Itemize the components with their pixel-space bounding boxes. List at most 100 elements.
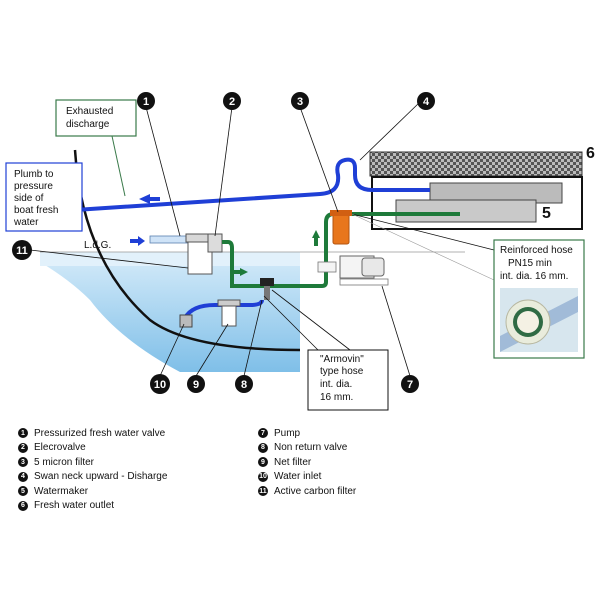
fresh-pipe-green: [222, 212, 338, 288]
svg-text:11: 11: [16, 245, 28, 257]
plumb-line-1: Plumb to: [14, 169, 54, 180]
green-arrow-up-shaft: [314, 238, 318, 246]
exhausted-line-2: discharge: [66, 119, 110, 130]
net-filter-cap: [217, 299, 241, 307]
legend-number: 4: [18, 471, 28, 482]
legend-number: 3: [18, 457, 28, 468]
plumb-line-4: boat fresh: [14, 205, 58, 216]
leader-10: [159, 323, 185, 377]
svg-text:7: 7: [407, 379, 413, 391]
leader-1: [145, 106, 181, 237]
plumb-arrow: [138, 236, 145, 246]
exhausted-leader: [111, 135, 126, 197]
hose-photo: [500, 288, 578, 352]
leader-3: [299, 106, 339, 213]
legend-number: 6: [18, 500, 28, 511]
marker-10: 10: [150, 374, 170, 394]
marker-1: 1: [137, 92, 155, 110]
legend-text: Pump: [274, 427, 301, 439]
green-arrow-right-shaft: [232, 270, 240, 274]
reinforced-line-3: int. dia. 16 mm.: [500, 271, 568, 282]
electrovalve: [207, 233, 223, 253]
valve-stem: [264, 286, 270, 300]
armovin-line-2: type hose: [320, 366, 364, 377]
watermaker-grille: [369, 151, 583, 177]
marker-4: 4: [417, 92, 435, 110]
legend-item: 4 Swan neck upward - Disharge: [18, 470, 238, 485]
arrow-shaft: [150, 197, 160, 201]
marker-3: 3: [291, 92, 309, 110]
armovin-line-4: 16 mm.: [320, 392, 353, 403]
armovin-box: [307, 349, 389, 411]
green-arrow-right: [240, 268, 248, 276]
svg-text:4: 4: [423, 96, 430, 108]
legend-number: 8: [258, 442, 268, 453]
legend-text: Active carbon filter: [274, 485, 357, 497]
discharge-arrow: [139, 194, 150, 204]
legend-text: Non return valve: [274, 442, 348, 454]
legend-item: 9 Net filter: [258, 455, 478, 470]
legend-text: 5 micron filter: [34, 456, 95, 468]
plumb-line-2: pressure: [14, 181, 53, 192]
legend-item: 1 Pressurized fresh water valve: [18, 426, 238, 441]
legend-text: Pressurized fresh water valve: [34, 427, 166, 439]
legend-item: 3 5 micron filter: [18, 455, 238, 470]
green-arrow-up: [312, 230, 320, 238]
marker-11: 11: [12, 240, 32, 260]
discharge-pipe: [74, 157, 430, 212]
marker-7: 7: [401, 375, 419, 393]
reinforced-leader: [351, 213, 495, 251]
legend-number: 7: [258, 428, 268, 439]
legend-text: Net filter: [274, 456, 312, 468]
marker-9: 9: [187, 375, 205, 393]
legend-item: 2 Elecrovalve: [18, 441, 238, 456]
plumb-box: [5, 162, 83, 232]
legend-number: 1: [18, 428, 28, 439]
leader-2: [214, 106, 233, 237]
pump-inlet: [317, 261, 337, 273]
reinforced-line-1: Reinforced hose: [500, 245, 573, 256]
leader-11: [29, 249, 189, 269]
exhausted-line-1: Exhausted: [66, 106, 113, 117]
plumb-arrow-shaft: [130, 239, 138, 243]
membrane-lower: [395, 199, 537, 223]
legend-number: 5: [18, 486, 28, 497]
net-filter: [221, 303, 237, 327]
legend-text: Swan neck upward - Disharge: [34, 471, 168, 483]
plumb-line-3: side of: [14, 193, 44, 204]
plumb-line-5: water: [13, 217, 39, 228]
svg-text:1: 1: [143, 96, 149, 108]
armovin-line-3: int. dia.: [320, 379, 352, 390]
svg-text:10: 10: [154, 379, 166, 391]
leader-7: [381, 285, 411, 377]
reinforced-line-2: PN15 min: [508, 258, 552, 269]
legend-item: 8 Non return valve: [258, 441, 478, 456]
legend-text: Elecrovalve: [34, 442, 86, 454]
legend-left: 1 Pressurized fresh water valve 2 Elecrova…: [18, 426, 238, 513]
armovin-line-1: "Armovin": [320, 354, 364, 365]
legend-number: 9: [258, 457, 268, 468]
label-five: 5: [542, 205, 551, 222]
leader-8: [243, 299, 263, 377]
leader-4: [359, 101, 421, 161]
waterline-band: [40, 252, 300, 266]
micron-filter-cap: [330, 210, 352, 216]
svg-text:9: 9: [193, 379, 199, 391]
armovin-leader: [263, 295, 319, 351]
svg-text:2: 2: [229, 96, 235, 108]
armovin-leader-2: [271, 289, 351, 351]
marker-8: 8: [235, 375, 253, 393]
legend-number: 10: [258, 471, 268, 482]
leader-9: [195, 323, 229, 377]
marker-2: 2: [223, 92, 241, 110]
svg-text:3: 3: [297, 96, 303, 108]
micron-filter: [332, 211, 350, 245]
legend-number: 2: [18, 442, 28, 453]
non-return-valve: [260, 278, 274, 286]
legend-number: 11: [258, 486, 268, 497]
